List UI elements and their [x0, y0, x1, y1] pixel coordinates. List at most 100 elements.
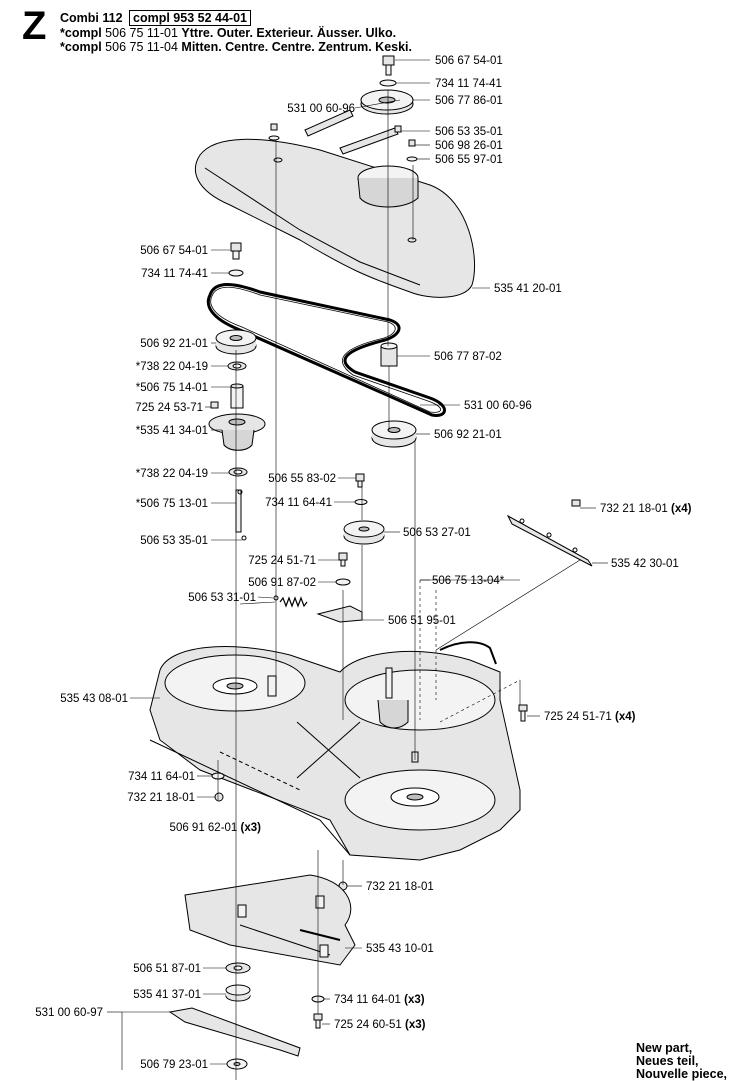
part-number: 732 21 18-01 — [366, 881, 434, 893]
bracket-icon — [506, 499, 593, 567]
part-quantity: (x3) — [402, 1019, 426, 1031]
part-number: 531 00 60-96 — [464, 400, 532, 412]
top-pulley-icon — [360, 89, 414, 115]
line3-prefix: *compl — [60, 40, 102, 54]
part-label-p8: 535 41 20-01 — [494, 283, 562, 295]
cover-bolt-icon — [268, 123, 280, 141]
shaft-icon — [235, 489, 247, 541]
line2-number: 506 75 11-01 — [105, 26, 178, 40]
part-number: 734 11 74-41 — [435, 78, 502, 90]
part-number: 725 24 51-71 — [248, 555, 316, 567]
part-number: 506 91 87-02 — [248, 577, 316, 589]
part-label-p29: 506 75 13-04* — [432, 575, 505, 587]
part-label-p34: 734 11 64-01 — [128, 771, 195, 783]
deck-bolt-icon — [518, 704, 528, 722]
arm-bolt-icon — [338, 552, 348, 567]
part-label-p30: 506 53 31-01 — [188, 592, 256, 604]
blade-washer-icon — [225, 962, 251, 974]
centre-spacer-icon — [380, 342, 398, 367]
part-number: *506 75 14-01 — [136, 382, 208, 394]
part-label-p31: 506 51 95-01 — [388, 615, 456, 627]
part-label-p4: 506 77 86-01 — [435, 95, 503, 107]
part-label-p36: 506 91 62-01 (x3) — [170, 822, 262, 834]
new-part-line-2: Neues teil, — [636, 1054, 699, 1068]
line2-prefix: *compl — [60, 26, 102, 40]
drive-belt-top-icon-2 — [339, 127, 399, 155]
part-label-p18: 506 92 21-01 — [434, 429, 502, 441]
part-number: 725 24 51-71 — [544, 711, 612, 723]
part-label-p24: 506 53 27-01 — [403, 527, 471, 539]
part-number: 506 51 95-01 — [388, 615, 456, 627]
part-label-p43: 725 24 60-51 (x3) — [334, 1019, 426, 1031]
part-number: 506 91 62-01 — [170, 822, 238, 834]
part-label-p12: 506 77 87-02 — [434, 351, 502, 363]
idler-pulley-icon — [343, 520, 385, 545]
deck-nut-icon — [214, 792, 224, 802]
part-label-p16: 725 24 53-71 — [135, 402, 203, 414]
blade-hub-icon — [225, 984, 251, 1002]
part-number: 734 11 74-41 — [141, 268, 208, 280]
part-label-p9: 506 67 54-01 — [140, 245, 208, 257]
line3-number: 506 75 11-04 — [105, 40, 178, 54]
part-number: 506 92 21-01 — [140, 338, 208, 350]
part-label-p37: 732 21 18-01 — [366, 881, 434, 893]
part-number: *738 22 04-19 — [136, 361, 208, 373]
part-number: 506 55 83-02 — [268, 473, 336, 485]
part-number: *506 75 13-01 — [136, 498, 208, 510]
part-label-p15: 531 00 60-96 — [464, 400, 532, 412]
header-model-line: Combi 112 compl 953 52 44-01 — [60, 10, 251, 26]
part-number: 506 92 21-01 — [434, 429, 502, 441]
part-number: 535 41 20-01 — [494, 283, 562, 295]
part-label-p28: 506 91 87-02 — [248, 577, 316, 589]
part-label-p33: 725 24 51-71 (x4) — [544, 711, 636, 723]
blade-icon — [168, 1007, 301, 1057]
new-part-line-3: Nouvelle piece, — [636, 1067, 728, 1081]
part-number: 734 11 64-41 — [265, 497, 332, 509]
line3-desc: Mitten. Centre. Centre. Zentrum. Keski. — [181, 40, 413, 54]
part-number: 725 24 60-51 — [334, 1019, 402, 1031]
part-number: 732 21 18-01 — [600, 503, 668, 515]
part-quantity: (x3) — [237, 822, 261, 834]
part-label-p14: *506 75 14-01 — [136, 382, 208, 394]
drive-belt-top-icon — [304, 109, 354, 137]
part-number: 506 79 23-01 — [140, 1059, 208, 1071]
part-label-p7: 506 55 97-01 — [435, 154, 503, 166]
part-label-p41: 734 11 64-01 (x3) — [334, 994, 425, 1006]
part-number: 535 42 30-01 — [611, 558, 679, 570]
part-number: 531 00 60-97 — [35, 1007, 103, 1019]
part-number: 506 53 31-01 — [188, 592, 256, 604]
tension-spring-icon — [279, 596, 308, 608]
left-bolt-icon — [230, 242, 242, 260]
part-number: 535 41 37-01 — [133, 989, 201, 1001]
part-number: 506 53 35-01 — [435, 126, 503, 138]
part-label-p19: *738 22 04-19 — [136, 468, 208, 480]
part-label-p13: *738 22 04-19 — [136, 361, 208, 373]
part-label-p1: 506 67 54-01 — [435, 55, 503, 67]
new-part-note: New part, Neues teil, Nouvelle piece, — [636, 1042, 727, 1081]
part-number: 734 11 64-01 — [128, 771, 195, 783]
part-label-p10: 734 11 74-41 — [141, 268, 208, 280]
part-number: 506 98 26-01 — [435, 140, 503, 152]
mower-deck-icon — [149, 641, 521, 861]
part-label-p26: 725 24 51-71 — [248, 555, 316, 567]
part-label-p25: 506 53 35-01 — [140, 535, 208, 547]
part-number: 506 75 13-04* — [432, 575, 505, 587]
part-number: 734 11 64-01 — [334, 994, 401, 1006]
bearing-icon — [227, 361, 247, 371]
part-label-p42: 531 00 60-97 — [35, 1007, 103, 1019]
left-pulley-icon — [215, 329, 257, 355]
left-washer-icon — [228, 269, 244, 277]
header-line-centre: *compl 506 75 11-04 Mitten. Centre. Cent… — [60, 40, 412, 54]
part-label-p22: 734 11 64-41 — [265, 497, 332, 509]
part-number: 535 43 08-01 — [60, 693, 128, 705]
leader-lines — [107, 59, 608, 1065]
part-label-p11: 506 92 21-01 — [140, 338, 208, 350]
header-line-outer: *compl 506 75 11-01 Yttre. Outer. Exteri… — [60, 26, 396, 40]
part-quantity: (x3) — [401, 994, 425, 1006]
part-label-p5: 506 53 35-01 — [435, 126, 503, 138]
part-number: 506 77 87-02 — [434, 351, 502, 363]
tension-bolt-icon — [355, 473, 365, 488]
part-number: 506 67 54-01 — [435, 55, 503, 67]
small-bolt-icon — [394, 125, 418, 162]
